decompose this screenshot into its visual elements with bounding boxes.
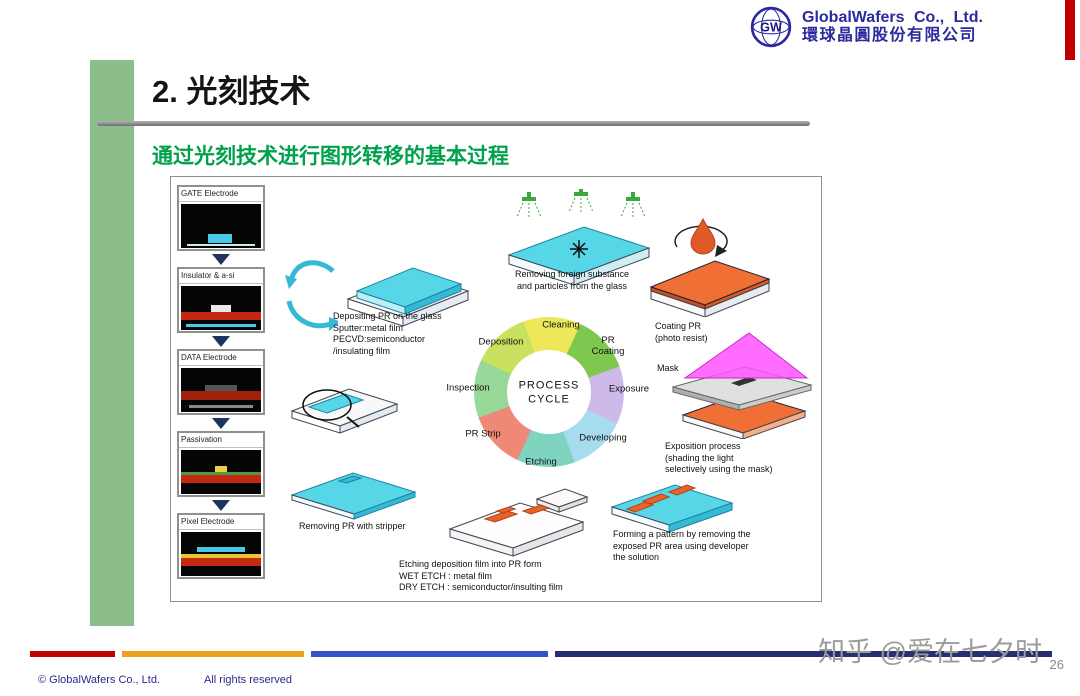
exposure-illustration [671,332,813,439]
inspection-illustration [290,388,399,434]
footer-rights: All rights reserved [204,674,293,686]
cycle-step-cleaning: Cleaning [542,319,580,331]
stack-item-gate-electrode: GATE Electrode [177,185,265,251]
down-arrow-icon [212,418,230,429]
footer-bar-orange [122,651,304,657]
footer-copyright: © GlobalWafers Co., Ltd. [38,674,161,686]
slide-subtitle: 通过光刻技术进行图形转移的基本过程 [152,145,509,168]
etching-illustration [448,488,589,557]
down-arrow-icon [212,254,230,265]
resist-drop-icon [690,217,716,255]
cycle-step-pr-coating: PR Coating [591,335,625,357]
caption-deposition: Depositing PR on the glass Sputter:metal… [333,311,442,357]
stack-item-label: Pixel Electrode [179,515,263,530]
data-electrode-image [181,368,261,412]
insulator-image [181,286,261,330]
cycle-step-etching: Etching [525,456,557,468]
caption-coating: Coating PR (photo resist) [655,321,708,343]
cycle-step-developing: Developing [579,432,627,444]
rotation-arrows-icon [285,260,338,331]
stack-item-label: Insulator & a-si [179,269,263,284]
caption-cleaning: Removing foreign substance and particles… [514,269,630,291]
stack-item-insulator: Insulator & a-si [177,267,265,333]
stack-item-label: GATE Electrode [179,187,263,202]
sprinkler-icon [516,189,646,219]
magnifier-icon [302,389,360,428]
cycle-step-inspection: Inspection [446,382,490,394]
stack-item-data-electrode: DATA Electrode [177,349,265,415]
left-accent-bar [90,60,134,626]
logo-monogram: GW [760,21,782,35]
cleaning-illustration [507,189,651,286]
globe-gw-icon: GW [750,6,792,48]
passivation-image [181,450,261,494]
pr-strip-illustration [290,472,417,520]
stack-item-pixel-electrode: Pixel Electrode [177,513,265,579]
pixel-electrode-image [181,532,261,576]
developing-illustration [610,484,734,533]
cycle-step-pr-strip: PR Strip [465,428,501,440]
stack-item-passivation: Passivation [177,431,265,497]
zhihu-watermark: 知乎 @爱在七夕时 [818,637,1042,667]
gate-electrode-image [181,204,261,248]
company-name-en: GlobalWafers Co., Ltd. [802,8,983,26]
footer-bar-navy [555,651,1052,657]
down-arrow-icon [212,500,230,511]
footer-bar-red [30,651,115,657]
process-cycle-label: PROCESS CYCLE [518,379,580,406]
caption-exposure: Exposition process (shading the light se… [665,441,773,475]
caption-pr-strip: Removing PR with stripper [299,521,406,531]
cycle-step-deposition: Deposition [478,336,524,348]
light-beam-icon [683,332,809,379]
mask-label: Mask [657,363,679,373]
footer-bar-blue [311,651,548,657]
corner-accent-stripe [1065,0,1075,60]
coating-illustration [649,217,771,317]
cycle-step-exposure: Exposure [608,383,650,395]
deposition-illustration [346,267,470,327]
company-name-zh: 環球晶圓股份有限公司 [802,27,978,44]
slide-title: 2. 光刻技术 [152,74,311,109]
globalwafers-logo: GW GlobalWafers Co., Ltd. 環球晶圓股份有限公司 [750,6,983,48]
particle-burst-icon [570,240,588,258]
caption-etching: Etching deposition film into PR form WET… [399,559,563,593]
caption-developing: Forming a pattern by removing the expose… [613,529,751,563]
down-arrow-icon [212,336,230,347]
stack-item-label: DATA Electrode [179,351,263,366]
stack-item-label: Passivation [179,433,263,448]
company-name: GlobalWafers Co., Ltd. 環球晶圓股份有限公司 [802,9,983,46]
title-divider [97,121,810,126]
page-number: 26 [1049,657,1064,672]
process-cycle-ring [474,317,624,467]
lithography-process-diagram: GATE Electrode Insulator & a-si DATA Ele… [170,176,822,602]
